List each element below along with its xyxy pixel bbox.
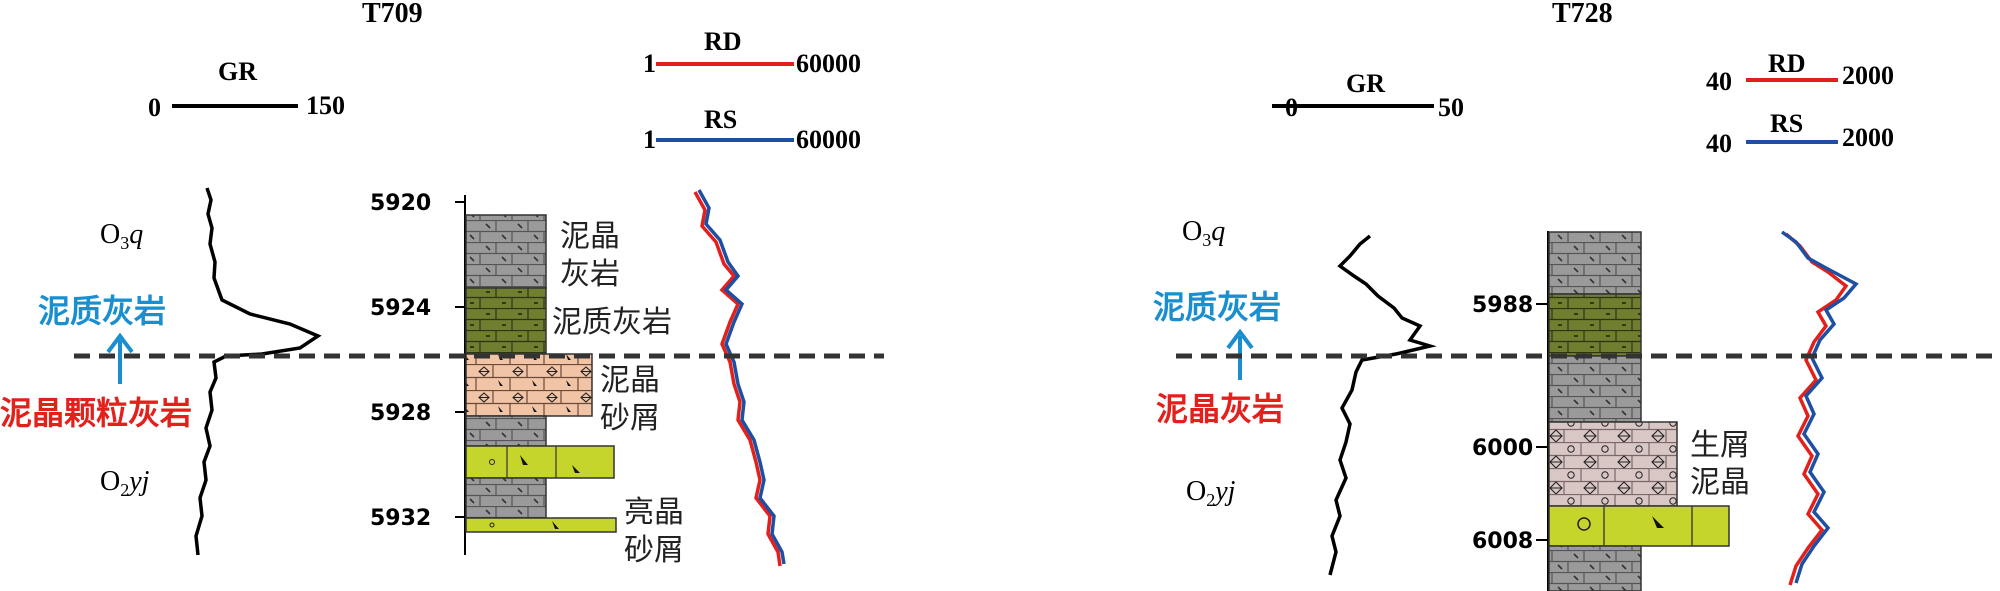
rs-curve — [1780, 230, 1859, 584]
depth-label: 6000 — [1472, 436, 1533, 461]
lith-micrite-limestone — [1548, 231, 1642, 295]
gr-scale-min: 0 — [148, 93, 161, 122]
lith-label: 亮晶 — [624, 495, 684, 530]
gr-scale-label: GR — [218, 57, 257, 86]
lith-micrite-limestone — [465, 214, 547, 289]
lith-sparite-grainstone — [465, 517, 617, 533]
callout-lower: 泥晶灰岩 — [1156, 390, 1284, 428]
depth-axis: 5988 6000 6008 — [1472, 231, 1549, 591]
gr-scale: GR 0 150 — [148, 57, 345, 122]
depth-label: 5932 — [370, 506, 431, 531]
well-t728: T728 GR 0 50 RD 40 2000 RS 40 2000 O3q O… — [1153, 0, 1894, 591]
depth-axis: 5920 5924 5928 5932 — [370, 191, 466, 555]
gr-scale-max: 150 — [306, 91, 345, 120]
rs-curve — [697, 189, 786, 565]
lith-bioclastic-micrite — [1548, 421, 1678, 507]
lith-label: 泥晶 — [560, 219, 620, 254]
formation-lower: O2yj — [1186, 476, 1236, 510]
rd-scale: RD 40 2000 — [1706, 49, 1894, 96]
lithology-column — [465, 214, 617, 533]
rd-scale-min: 1 — [643, 49, 656, 78]
lithology-column — [1548, 231, 1730, 591]
callout-lower: 泥晶颗粒灰岩 — [0, 394, 192, 432]
well-title: T728 — [1552, 0, 1613, 29]
gr-curve — [194, 187, 322, 556]
depth-label: 6008 — [1472, 529, 1533, 554]
lith-micrite-grainstone — [465, 353, 593, 417]
gr-scale: GR 0 50 — [1272, 69, 1464, 122]
lith-label: 泥晶 — [1690, 465, 1750, 500]
rs-scale-max: 60000 — [796, 125, 861, 154]
lith-micrite-limestone — [1548, 355, 1642, 423]
depth-label: 5924 — [370, 296, 431, 321]
formation-upper: O3q — [1182, 216, 1225, 250]
gr-scale-min: 0 — [1285, 93, 1298, 122]
well-title: T709 — [362, 0, 423, 29]
callout-upper: 泥质灰岩 — [38, 292, 166, 330]
callout-upper: 泥质灰岩 — [1153, 288, 1281, 326]
formation-lower: O2yj — [100, 466, 150, 500]
rd-scale-max: 2000 — [1842, 61, 1894, 90]
lith-label: 砂屑 — [624, 533, 684, 568]
lith-sparite-grainstone — [465, 445, 615, 479]
up-arrow-icon — [106, 332, 134, 384]
lith-sparite-grainstone — [1548, 505, 1730, 547]
rs-scale-min: 1 — [643, 125, 656, 154]
lith-label: 生屑 — [1690, 428, 1750, 463]
depth-label: 5988 — [1472, 293, 1533, 318]
rd-scale-label: RD — [704, 27, 742, 56]
lith-micrite-limestone — [465, 415, 547, 447]
lith-label: 灰岩 — [560, 257, 620, 292]
rd-scale-min: 40 — [1706, 67, 1732, 96]
rd-scale-max: 60000 — [796, 49, 861, 78]
well-t709: T709 GR 0 150 RD 1 60000 RS 1 60000 O3q … — [0, 0, 861, 568]
rs-scale-min: 40 — [1706, 129, 1732, 158]
gr-scale-label: GR — [1346, 69, 1385, 98]
gr-scale-max: 50 — [1438, 93, 1464, 122]
formation-upper: O3q — [100, 219, 143, 253]
rd-scale-label: RD — [1768, 49, 1806, 78]
depth-label: 5928 — [370, 401, 431, 426]
rs-scale-label: RS — [704, 105, 737, 134]
lith-label: 泥质灰岩 — [552, 305, 672, 340]
rd-curve — [693, 191, 782, 567]
depth-label: 5920 — [370, 191, 431, 216]
lith-micrite-limestone — [465, 477, 547, 519]
rs-scale: RS 40 2000 — [1706, 109, 1894, 158]
rs-scale: RS 1 60000 — [643, 105, 861, 154]
rs-scale-label: RS — [1770, 109, 1803, 138]
lith-label: 泥晶 — [600, 363, 660, 398]
lith-argillaceous-limestone — [1548, 293, 1642, 357]
lith-argillaceous-limestone — [465, 287, 547, 355]
rd-scale: RD 1 60000 — [643, 27, 861, 78]
lith-label: 砂屑 — [600, 401, 660, 436]
lith-micrite-limestone — [1548, 545, 1642, 591]
gr-curve — [1328, 234, 1437, 576]
rs-scale-max: 2000 — [1842, 123, 1894, 152]
rd-curve — [1784, 232, 1849, 586]
